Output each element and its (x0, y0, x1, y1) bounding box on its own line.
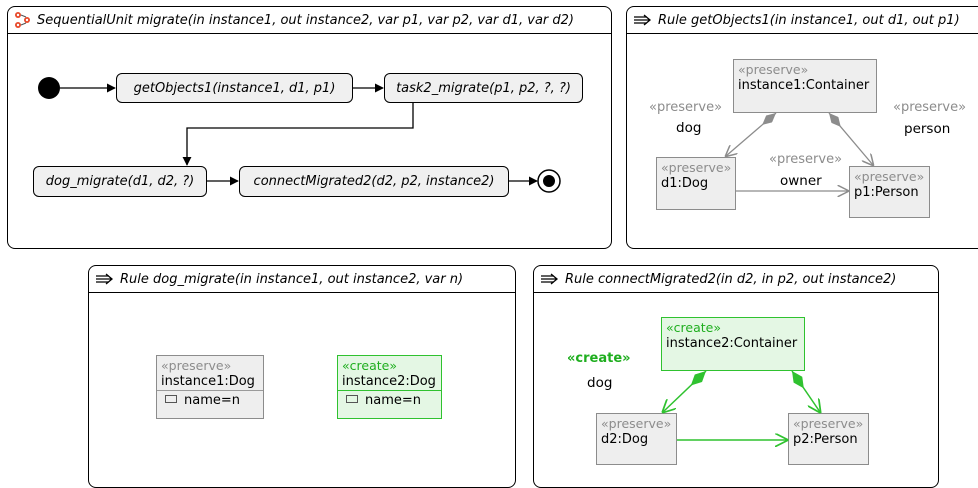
edge-owner-stereotype: «preserve» (769, 152, 843, 167)
node-name: p2:Person (793, 432, 858, 447)
node-p2-person[interactable]: «preserve»p2:Person (788, 413, 869, 465)
rule-arrow-icon (95, 272, 115, 286)
rule-connect-migrated2-title: Rule connectMigrated2(in d2, in p2, out … (565, 271, 897, 287)
rule-get-objects1-title: Rule getObjects1(in instance1, out d1, o… (658, 12, 960, 28)
node-name: instance2:Container (666, 336, 798, 351)
state-get-objects1[interactable]: getObjects1(instance1, d1, p1) (116, 73, 353, 103)
edge-owner-label: owner (780, 173, 822, 189)
edge-create-container-dog (663, 370, 707, 412)
rule-connect-migrated2-title-bar: Rule connectMigrated2(in d2, in p2, out … (534, 266, 938, 293)
node-stereotype: «create» (342, 358, 397, 373)
edge-create-container-person (791, 370, 820, 412)
node-stereotype: «preserve» (793, 416, 864, 431)
node-attribute: name=n (157, 390, 263, 411)
state-get-objects1-label: getObjects1(instance1, d1, p1) (133, 80, 336, 96)
state-task2-migrate-label: task2_migrate(p1, p2, ?, ?) (396, 80, 571, 96)
rule-arrow-icon (633, 13, 653, 27)
attribute-icon (346, 395, 358, 403)
node-p1-person[interactable]: «preserve»p1:Person (849, 166, 930, 218)
node-attribute: name=n (338, 390, 441, 411)
node-stereotype: «create» (666, 320, 721, 335)
node-name: instance1:Container (738, 78, 870, 93)
node-name: instance2:Dog (342, 374, 436, 389)
state-dog-migrate[interactable]: dog_migrate(d1, d2, ?) (33, 166, 207, 197)
sequential-unit-panel: SequentialUnit migrate(in instance1, out… (7, 6, 612, 249)
rule-arrow-icon (540, 272, 560, 286)
node-name: d2:Dog (601, 432, 649, 447)
edge-dog-create-stereotype: «create» (567, 351, 631, 366)
node-stereotype: «preserve» (738, 62, 809, 77)
edge-dog-label: dog (676, 120, 702, 136)
node-instance2-dog[interactable]: «create»instance2:Dog name=n (337, 355, 442, 419)
node-stereotype: «preserve» (601, 416, 672, 431)
final-node (537, 169, 561, 193)
sequential-unit-title-bar: SequentialUnit migrate(in instance1, out… (8, 7, 611, 34)
edge-person-label: person (904, 121, 951, 137)
node-instance1-container[interactable]: «preserve»instance1:Container (733, 59, 877, 113)
edge-dog-create-label: dog (587, 375, 613, 391)
rule-get-objects1-title-bar: Rule getObjects1(in instance1, out d1, o… (627, 7, 978, 34)
edge-dog-stereotype: «preserve» (649, 100, 723, 115)
state-dog-migrate-label: dog_migrate(d1, d2, ?) (45, 174, 195, 189)
attribute-icon (165, 395, 177, 403)
edge-person-stereotype: «preserve» (893, 100, 967, 115)
initial-node (38, 77, 60, 99)
rule-dog-migrate-title: Rule dog_migrate(in instance1, out insta… (120, 271, 464, 287)
node-stereotype: «preserve» (661, 160, 732, 175)
node-name: d1:Dog (661, 176, 709, 191)
sequential-unit-icon (14, 11, 32, 29)
sequential-unit-title: SequentialUnit migrate(in instance1, out… (37, 12, 574, 28)
edge-container-dog (726, 112, 777, 156)
node-stereotype: «preserve» (854, 169, 925, 184)
node-name: instance1:Dog (161, 374, 255, 389)
node-stereotype: «preserve» (161, 358, 232, 373)
node-instance1-dog[interactable]: «preserve»instance1:Dog name=n (156, 355, 264, 419)
node-instance2-container[interactable]: «create»instance2:Container (661, 317, 805, 371)
edge-container-person (828, 112, 873, 165)
node-d2-dog[interactable]: «preserve»d2:Dog (596, 413, 677, 465)
node-name: p1:Person (854, 185, 919, 200)
rule-dog-migrate-title-bar: Rule dog_migrate(in instance1, out insta… (89, 266, 515, 293)
node-d1-dog[interactable]: «preserve»d1:Dog (656, 157, 736, 210)
state-connect-migrated2-label: connectMigrated2(d2, p2, instance2) (253, 174, 495, 189)
transition-task2-to-dog-migrate (182, 103, 414, 166)
state-task2-migrate[interactable]: task2_migrate(p1, p2, ?, ?) (384, 73, 583, 103)
state-connect-migrated2[interactable]: connectMigrated2(d2, p2, instance2) (239, 166, 509, 197)
